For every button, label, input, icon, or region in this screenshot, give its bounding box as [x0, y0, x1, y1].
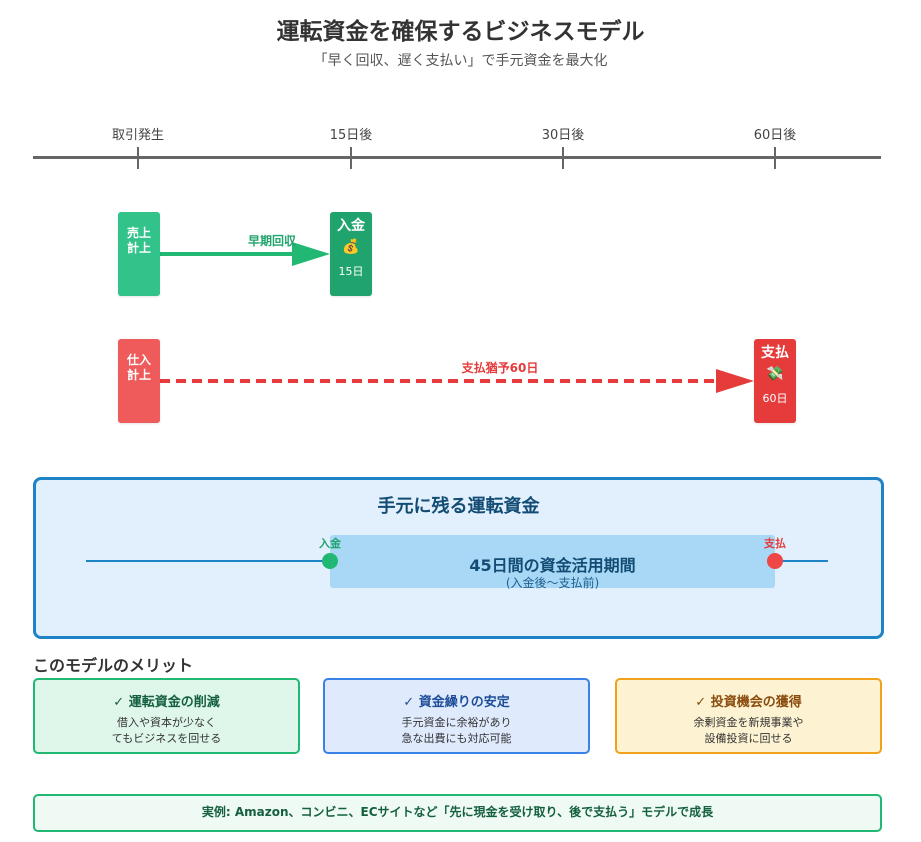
payment-made-box: 支払 💸 60日	[754, 339, 796, 423]
timeline-label-30: 30日後	[541, 128, 585, 143]
merit-card-line: 手元資金に余裕があり	[401, 716, 512, 729]
payment-received-box: 入金 💰 15日	[330, 212, 372, 296]
merit-card-line: 設備投資に回せる	[704, 732, 793, 745]
merit-card-capital-reduction: ✓ 運転資金の削減 借入や資本が少なく てもビジネスを回せる	[33, 678, 300, 754]
merit-card-investment-opportunity: ✓ 投資機会の獲得 余剰資金を新規事業や 設備投資に回せる	[615, 678, 882, 754]
money-bag-icon: 💰	[342, 239, 360, 255]
money-wings-icon: 💸	[766, 366, 784, 382]
merits-heading: このモデルのメリット	[33, 656, 194, 675]
merit-card-line: 急な出費にも対応可能	[401, 732, 512, 745]
payment-out-marker-label: 支払	[764, 537, 786, 550]
timeline-tick-60	[774, 147, 776, 169]
timeline-label-start: 取引発生	[111, 128, 164, 143]
merit-card-title: ✓ 投資機会の獲得	[695, 695, 802, 710]
sales-arrow-label: 早期回収	[247, 234, 296, 248]
payment-received-label: 入金	[337, 218, 365, 234]
purchase-recorded-line2: 計上	[126, 368, 151, 382]
capital-period-bar	[330, 535, 775, 588]
purchase-recorded-box: 仕入 計上	[118, 339, 160, 423]
sales-recorded-line1: 売上	[126, 226, 151, 240]
working-capital-title: 手元に残る運転資金	[377, 496, 540, 517]
payment-made-label: 支払	[761, 345, 789, 361]
page-subtitle: 「早く回収、遅く支払い」で手元資金を最大化	[313, 53, 608, 69]
merit-card-line: てもビジネスを回せる	[111, 732, 222, 745]
page-title: 運転資金を確保するビジネスモデル	[276, 19, 645, 45]
timeline-tick-15	[350, 147, 352, 169]
merit-card-line: 余剰資金を新規事業や	[693, 716, 804, 729]
payment-made-days: 60日	[762, 392, 788, 405]
timeline-label-15: 15日後	[329, 128, 373, 143]
merit-card-title: ✓ 資金繰りの安定	[403, 695, 510, 710]
payment-in-marker	[322, 553, 338, 569]
purchase-recorded-line1: 仕入	[126, 353, 151, 367]
payment-received-days: 15日	[338, 265, 364, 278]
merit-card-line: 借入や資本が少なく	[117, 716, 216, 729]
sales-recorded-line2: 計上	[126, 241, 151, 255]
sales-arrow-head	[292, 242, 330, 266]
merit-card-body: 借入や資本が少なく てもビジネスを回せる	[35, 715, 298, 747]
merit-card-body: 手元資金に余裕があり 急な出費にも対応可能	[325, 715, 588, 747]
purchase-arrow-label: 支払猶予60日	[461, 361, 539, 375]
merit-card-cashflow-stability: ✓ 資金繰りの安定 手元資金に余裕があり 急な出費にも対応可能	[323, 678, 590, 754]
capital-period-label: 45日間の資金活用期間	[469, 556, 636, 575]
example-banner: 実例: Amazon、コンビニ、ECサイトなど「先に現金を受け取り、後で支払う」…	[33, 794, 882, 832]
payment-in-marker-label: 入金	[319, 537, 341, 550]
payment-out-marker	[767, 553, 783, 569]
merit-card-title: ✓ 運転資金の削減	[113, 695, 220, 710]
purchase-arrow-head	[716, 369, 754, 393]
timeline-axis	[33, 156, 881, 159]
sales-recorded-box: 売上 計上	[118, 212, 160, 296]
merit-card-body: 余剰資金を新規事業や 設備投資に回せる	[617, 715, 880, 747]
timeline-label-60: 60日後	[753, 128, 797, 143]
timeline-tick-30	[562, 147, 564, 169]
capital-period-sublabel: (入金後〜支払前)	[505, 576, 600, 590]
timeline-tick-start	[137, 147, 139, 169]
